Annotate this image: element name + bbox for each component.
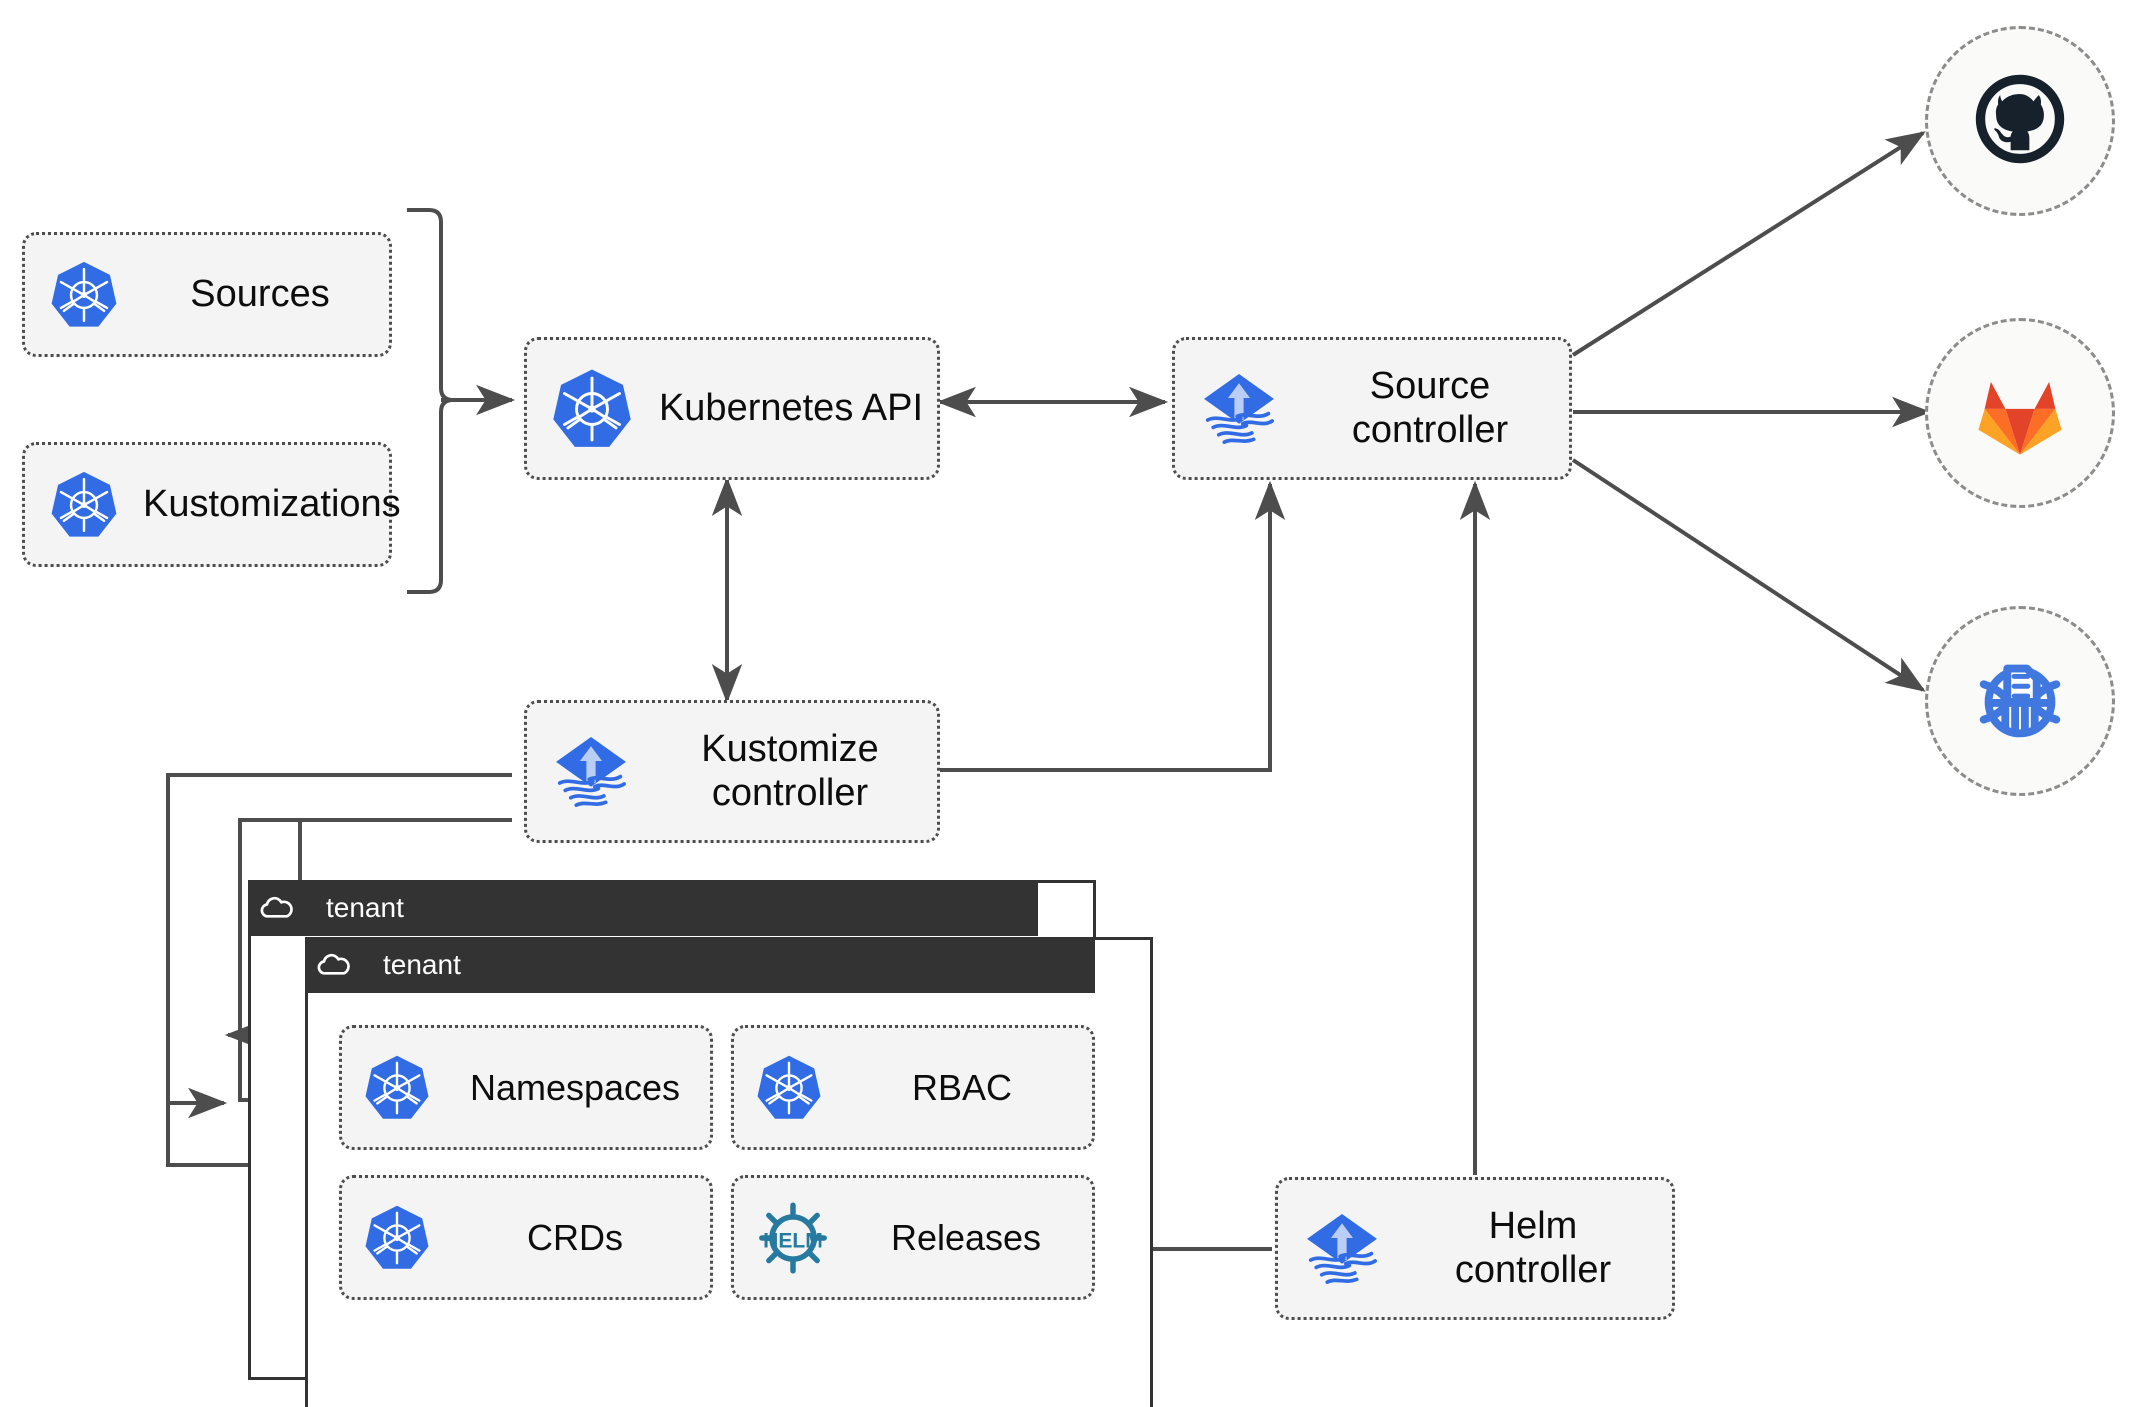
node-helm-controller-label: Helm controller xyxy=(1454,1204,1612,1291)
wire-kustomizectrl-to-sourcectrl xyxy=(940,480,1286,772)
node-namespaces-label: Namespaces xyxy=(469,1066,681,1108)
kubernetes-icon xyxy=(527,366,657,452)
node-sources[interactable]: Sources xyxy=(22,232,392,357)
node-releases-label: Releases xyxy=(890,1216,1042,1258)
node-kustomize-controller-label: Kustomize controller xyxy=(701,727,879,814)
tenant-tab-outer: tenant xyxy=(248,880,1038,936)
provider-github[interactable] xyxy=(1925,26,2115,216)
tenant-label-inner: tenant xyxy=(383,949,461,980)
node-rbac-label: RBAC xyxy=(911,1066,1013,1108)
node-crds[interactable]: CRDs xyxy=(339,1175,713,1300)
node-namespaces[interactable]: Namespaces xyxy=(339,1025,713,1150)
node-kubernetes-api[interactable]: Kubernetes API xyxy=(524,337,940,480)
kubernetes-icon xyxy=(342,1053,452,1123)
node-rbac[interactable]: RBAC xyxy=(731,1025,1095,1150)
provider-chart-repository[interactable] xyxy=(1925,606,2115,796)
cloud-icon xyxy=(248,880,304,936)
node-sources-label: Sources xyxy=(190,272,330,315)
flux-icon xyxy=(1278,1203,1406,1295)
kubernetes-icon xyxy=(25,469,143,541)
tenant-tab-inner: tenant xyxy=(305,937,1095,993)
group-bracket xyxy=(407,208,454,594)
flux-icon xyxy=(1175,363,1303,455)
node-kustomizations-label: Kustomizations xyxy=(143,482,401,525)
node-kubernetes-api-label: Kubernetes API xyxy=(658,386,924,429)
tenant-container-inner xyxy=(305,937,1153,1407)
github-icon xyxy=(1968,67,2072,176)
node-source-controller-label: Source controller xyxy=(1351,364,1509,451)
node-kustomize-controller[interactable]: Kustomize controller xyxy=(524,700,940,843)
node-kustomizations[interactable]: Kustomizations xyxy=(22,442,401,567)
helm-icon: HELM xyxy=(734,1199,852,1277)
wire-sourcectrl-to-github xyxy=(1571,131,1926,357)
node-crds-label: CRDs xyxy=(527,1216,623,1258)
node-releases[interactable]: HELM Releases xyxy=(731,1175,1095,1300)
kubernetes-icon xyxy=(25,259,143,331)
gitlab-icon xyxy=(1968,361,2072,466)
cloud-icon xyxy=(305,937,361,993)
chart-repository-icon xyxy=(1966,645,2074,758)
tenant-label-outer: tenant xyxy=(326,892,404,923)
provider-gitlab[interactable] xyxy=(1925,318,2115,508)
node-helm-controller[interactable]: Helm controller xyxy=(1275,1177,1675,1320)
kubernetes-icon xyxy=(342,1203,452,1273)
node-source-controller[interactable]: Source controller xyxy=(1172,337,1572,480)
kubernetes-icon xyxy=(734,1053,844,1123)
flux-icon xyxy=(527,726,655,818)
wire-sourcectrl-to-chartrepo xyxy=(1571,458,1926,692)
svg-text:HELM: HELM xyxy=(763,1229,823,1252)
